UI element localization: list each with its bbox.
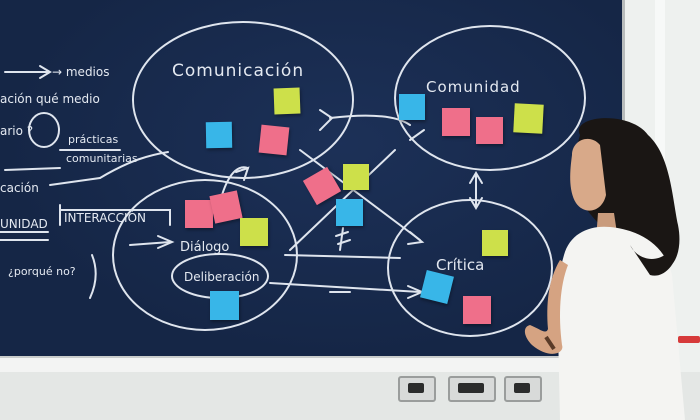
sticky-note-blue [206, 122, 232, 148]
sticky-note-pink [476, 117, 503, 144]
arrow-line [5, 168, 60, 170]
arrow-line [285, 255, 400, 258]
comunidad-label: Comunidad [426, 78, 521, 96]
left-note-8: INTERACCIÓN [64, 210, 146, 225]
dialogo-label: Diálogo [180, 240, 229, 255]
comunicacion-circle [133, 22, 353, 178]
question-mark-circle [29, 113, 59, 147]
left-note-1: → medios [52, 65, 110, 79]
power-socket [448, 376, 496, 402]
sticky-note-pink [209, 190, 242, 223]
left-note-5: comunitarias [66, 152, 138, 165]
arrow-head [320, 110, 332, 130]
sticky-note-yellow [482, 230, 508, 256]
left-note-3: ario ? [0, 124, 33, 138]
sticky-note-pink [463, 296, 491, 324]
sticky-note-blue [336, 199, 363, 226]
presenter-person [510, 115, 700, 420]
critica-label: Crítica [436, 256, 484, 274]
arrow-line [50, 178, 100, 185]
deliberacion-label: Deliberación [184, 270, 259, 284]
sticky-note-yellow [343, 164, 369, 190]
arrow-line [270, 283, 420, 292]
sticky-note-blue [210, 291, 239, 320]
sticky-note-blue [399, 94, 425, 120]
left-note-2: ación qué medio [0, 92, 100, 106]
comunicacion-label: Comunicación [172, 61, 304, 81]
sticky-note-yellow [274, 88, 301, 115]
chalk-scribble [336, 228, 350, 250]
left-note-4: prácticas [68, 133, 118, 146]
arrow-line [410, 130, 424, 140]
sticky-note-pink [185, 200, 213, 228]
left-note-7: UNIDAD [0, 217, 48, 231]
sticky-note-pink [259, 125, 290, 156]
power-socket [398, 376, 436, 402]
sticky-note-pink [442, 108, 470, 136]
left-note-6: cación [0, 181, 39, 195]
chalk-scribble [90, 255, 96, 298]
left-note-9: ¿porqué no? [8, 265, 76, 278]
sticky-note-yellow [240, 218, 268, 246]
